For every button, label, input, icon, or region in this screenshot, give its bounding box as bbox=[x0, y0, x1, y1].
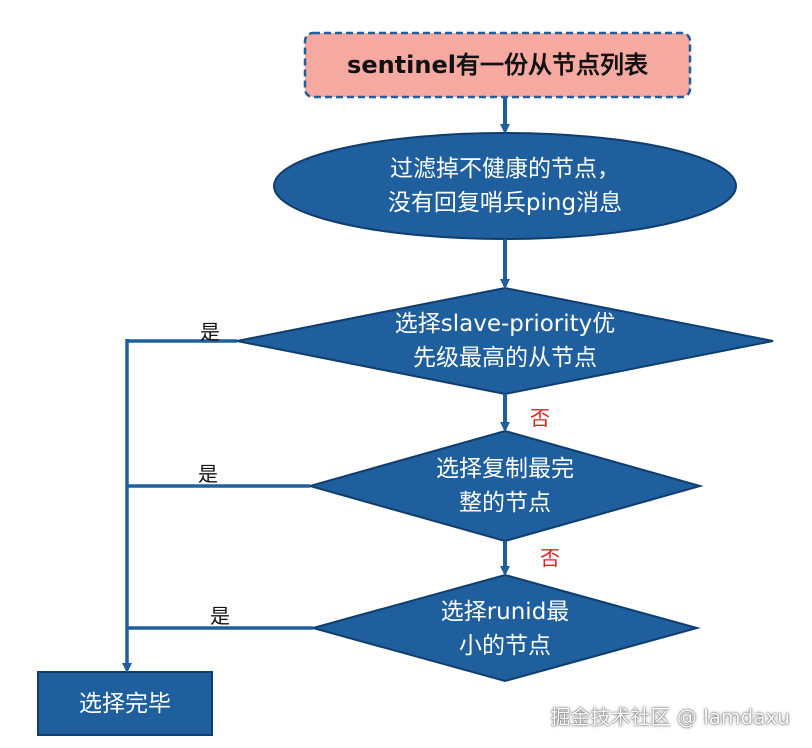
yes-label-decision1: 是 bbox=[200, 320, 220, 344]
yes-label-decision3: 是 bbox=[210, 604, 230, 628]
no-label-decision1: 否 bbox=[530, 406, 550, 430]
no-label-decision2: 否 bbox=[540, 546, 560, 570]
decision-node-priority bbox=[236, 286, 774, 396]
start-node bbox=[303, 31, 692, 99]
yes-label-decision2: 是 bbox=[198, 462, 218, 486]
end-node bbox=[37, 671, 213, 736]
decision-node-runid bbox=[309, 573, 701, 683]
decision-node-replication bbox=[306, 429, 704, 543]
filter-node bbox=[273, 132, 737, 240]
watermark: 掘金技术社区 @ lamdaxu bbox=[550, 705, 790, 729]
